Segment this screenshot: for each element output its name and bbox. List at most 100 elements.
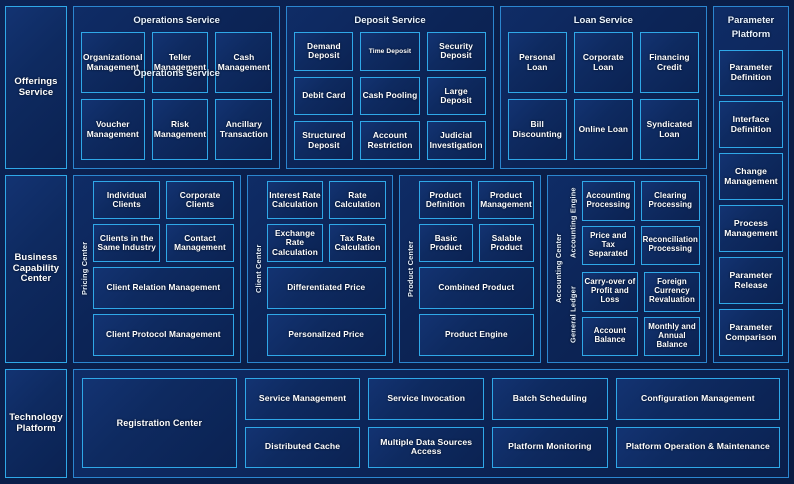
tile-large-deposit[interactable]: Large Deposit bbox=[426, 76, 486, 116]
tile-parameter-release[interactable]: Parameter Release bbox=[719, 257, 783, 305]
tile-financing-credit[interactable]: Financing Credit bbox=[639, 32, 699, 93]
tile-client-relation-management[interactable]: Client Relation Management bbox=[93, 267, 234, 309]
vlabel-client-center: Client Center bbox=[253, 244, 263, 293]
tile-product-definition[interactable]: Product Definition bbox=[418, 181, 473, 219]
tile-security-deposit[interactable]: Security Deposit bbox=[426, 32, 486, 71]
tile-corporate-loan[interactable]: Corporate Loan bbox=[573, 32, 633, 93]
technology-platform-row: Technology Platform Registration Center … bbox=[5, 369, 789, 478]
tile-price-and-tax-separated[interactable]: Price and Tax Separated bbox=[581, 225, 635, 265]
center-client-row-1: Interest Rate Calculation Rate Calculati… bbox=[266, 181, 386, 219]
tile-interest-rate-calculation[interactable]: Interest Rate Calculation bbox=[266, 181, 324, 219]
tile-configuration-management[interactable]: Configuration Management bbox=[615, 378, 780, 420]
tile-personalized-price[interactable]: Personalized Price bbox=[266, 314, 386, 356]
tile-batch-scheduling[interactable]: Batch Scheduling bbox=[492, 378, 608, 420]
group-accounting-engine: Accounting Engine Accounting Processing … bbox=[566, 181, 700, 265]
tile-bill-discounting[interactable]: Bill Discounting bbox=[507, 99, 567, 160]
tile-accounting-processing[interactable]: Accounting Processing bbox=[581, 181, 635, 221]
tile-basic-product[interactable]: Basic Product bbox=[418, 224, 474, 262]
tile-monthly-annual-balance[interactable]: Monthly and Annual Balance bbox=[643, 316, 700, 356]
tile-cash-management[interactable]: Cash Management bbox=[215, 32, 273, 93]
tile-debit-card[interactable]: Debit Card bbox=[294, 76, 354, 116]
tile-service-invocation[interactable]: Service Invocation bbox=[368, 378, 485, 420]
tile-contact-management[interactable]: Contact Management bbox=[166, 224, 234, 262]
center-product-row-1: Product Definition Product Management bbox=[418, 181, 534, 219]
tile-reconciliation-processing[interactable]: Reconciliation Processing bbox=[640, 225, 700, 265]
tile-multiple-data-sources-access[interactable]: Multiple Data Sources Access bbox=[368, 426, 485, 468]
tile-syndicated-loan[interactable]: Syndicated Loan bbox=[639, 99, 699, 160]
tile-organizational-management[interactable]: Organizational Management bbox=[81, 32, 145, 93]
group-deposit-service: Deposit Service Demand Deposit Time Depo… bbox=[286, 6, 494, 169]
tile-platform-monitoring[interactable]: Platform Monitoring bbox=[492, 426, 608, 468]
tile-change-management[interactable]: Change Management bbox=[719, 153, 783, 201]
tile-ancillary-transaction[interactable]: Ancillary Transaction bbox=[215, 99, 273, 160]
loan-service-grid: Personal Loan Corporate Loan Financing C… bbox=[507, 32, 699, 160]
group-title-operations-service: Operations Service bbox=[133, 15, 220, 26]
business-capability-row: Business Capability Center Pricing Cente… bbox=[5, 175, 707, 363]
tile-judicial-investigation[interactable]: Judicial Investigation bbox=[426, 121, 486, 160]
center-pricing-row-1: Individual Clients Corporate Clients bbox=[93, 181, 234, 219]
tile-individual-clients[interactable]: Individual Clients bbox=[93, 181, 161, 219]
center-product-body: Product Definition Product Management Ba… bbox=[417, 181, 534, 356]
vlabel-pricing-center: Pricing Center bbox=[80, 241, 89, 296]
center-pricing-body: Individual Clients Corporate Clients Cli… bbox=[91, 181, 234, 356]
tile-registration-center[interactable]: Registration Center bbox=[82, 378, 237, 468]
center-product-row-2: Basic Product Salable Product bbox=[418, 224, 534, 262]
upper-region: Offerings Service Operations Service Org… bbox=[5, 6, 789, 363]
deposit-service-grid: Demand Deposit Time Deposit Security Dep… bbox=[294, 32, 486, 160]
center-pricing-row-2: Clients in the Same Industry Contact Man… bbox=[93, 224, 234, 262]
tile-carry-over-profit-loss[interactable]: Carry-over of Profit and Loss bbox=[581, 272, 638, 312]
vlabel-accounting-center: Accounting Center bbox=[553, 233, 563, 304]
tile-structured-deposit[interactable]: Structured Deposit bbox=[294, 121, 354, 160]
group-loan-service: Loan Service Personal Loan Corporate Loa… bbox=[499, 6, 707, 169]
tile-salable-product[interactable]: Salable Product bbox=[479, 224, 534, 262]
parameter-platform-title-line1: Parameter bbox=[727, 15, 775, 26]
tile-distributed-cache[interactable]: Distributed Cache bbox=[244, 426, 361, 468]
technology-column-2: Service Invocation Multiple Data Sources… bbox=[368, 378, 485, 468]
spine-offerings-service: Offerings Service bbox=[5, 6, 67, 169]
technology-platform-panel: Registration Center Service Management D… bbox=[73, 369, 789, 478]
tile-cash-pooling[interactable]: Cash Pooling bbox=[360, 76, 420, 116]
tile-product-engine[interactable]: Product Engine bbox=[418, 314, 534, 356]
tile-client-protocol-management[interactable]: Client Protocol Management bbox=[93, 314, 234, 356]
vlabel-accounting-engine: Accounting Engine bbox=[568, 187, 578, 259]
tile-tax-rate-calculation[interactable]: Tax Rate Calculation bbox=[329, 224, 386, 262]
tile-interface-definition[interactable]: Interface Definition bbox=[719, 101, 783, 149]
tile-combined-product[interactable]: Combined Product bbox=[418, 267, 534, 309]
tile-service-management[interactable]: Service Management bbox=[244, 378, 361, 420]
tile-personal-loan[interactable]: Personal Loan bbox=[507, 32, 567, 93]
tile-exchange-rate-calculation[interactable]: Exchange Rate Calculation bbox=[266, 224, 324, 262]
center-pricing: Pricing Center Individual Clients Corpor… bbox=[73, 175, 241, 363]
tile-parameter-comparison[interactable]: Parameter Comparison bbox=[719, 309, 783, 356]
tile-rate-calculation[interactable]: Rate Calculation bbox=[329, 181, 386, 219]
operations-service-grid: Organizational Management Teller Managem… bbox=[81, 32, 273, 160]
tile-teller-management[interactable]: Teller Management bbox=[151, 32, 209, 93]
tile-account-restriction[interactable]: Account Restriction bbox=[360, 121, 420, 160]
group-operations-service: Operations Service Organizational Manage… bbox=[73, 6, 281, 169]
tile-clearing-processing[interactable]: Clearing Processing bbox=[640, 181, 700, 221]
accounting-engine-grid: Accounting Processing Clearing Processin… bbox=[580, 181, 700, 265]
tile-foreign-currency-revaluation[interactable]: Foreign Currency Revaluation bbox=[643, 272, 700, 312]
tile-process-management[interactable]: Process Management bbox=[719, 205, 783, 253]
technology-column-1: Service Management Distributed Cache bbox=[244, 378, 361, 468]
center-client-row-2: Exchange Rate Calculation Tax Rate Calcu… bbox=[266, 224, 386, 262]
tile-differentiated-price[interactable]: Differentiated Price bbox=[266, 267, 386, 309]
offerings-service-row: Offerings Service Operations Service Org… bbox=[5, 6, 707, 169]
tile-account-balance[interactable]: Account Balance bbox=[581, 316, 638, 356]
tile-product-management[interactable]: Product Management bbox=[478, 181, 534, 219]
tile-voucher-management[interactable]: Voucher Management bbox=[81, 99, 145, 160]
vlabel-product-center: Product Center bbox=[405, 240, 415, 297]
center-client: Client Center Interest Rate Calculation … bbox=[246, 175, 393, 363]
tile-corporate-clients[interactable]: Corporate Clients bbox=[166, 181, 234, 219]
tile-time-deposit[interactable]: Time Deposit bbox=[360, 32, 420, 71]
tile-parameter-definition[interactable]: Parameter Definition bbox=[719, 49, 783, 97]
tile-online-loan[interactable]: Online Loan bbox=[573, 99, 633, 160]
tile-platform-operation-maintenance[interactable]: Platform Operation & Maintenance bbox=[615, 426, 780, 468]
tile-risk-management[interactable]: Risk Management bbox=[151, 99, 209, 160]
technology-column-3: Batch Scheduling Platform Monitoring bbox=[492, 378, 608, 468]
group-title-deposit-service: Deposit Service bbox=[354, 15, 426, 26]
tile-clients-same-industry[interactable]: Clients in the Same Industry bbox=[93, 224, 161, 262]
parameter-platform-panel: Parameter Platform Parameter Definition … bbox=[713, 6, 789, 363]
center-product: Product Center Product Definition Produc… bbox=[398, 175, 541, 363]
accounting-inner: Accounting Engine Accounting Processing … bbox=[565, 181, 700, 356]
tile-demand-deposit[interactable]: Demand Deposit bbox=[294, 32, 354, 71]
